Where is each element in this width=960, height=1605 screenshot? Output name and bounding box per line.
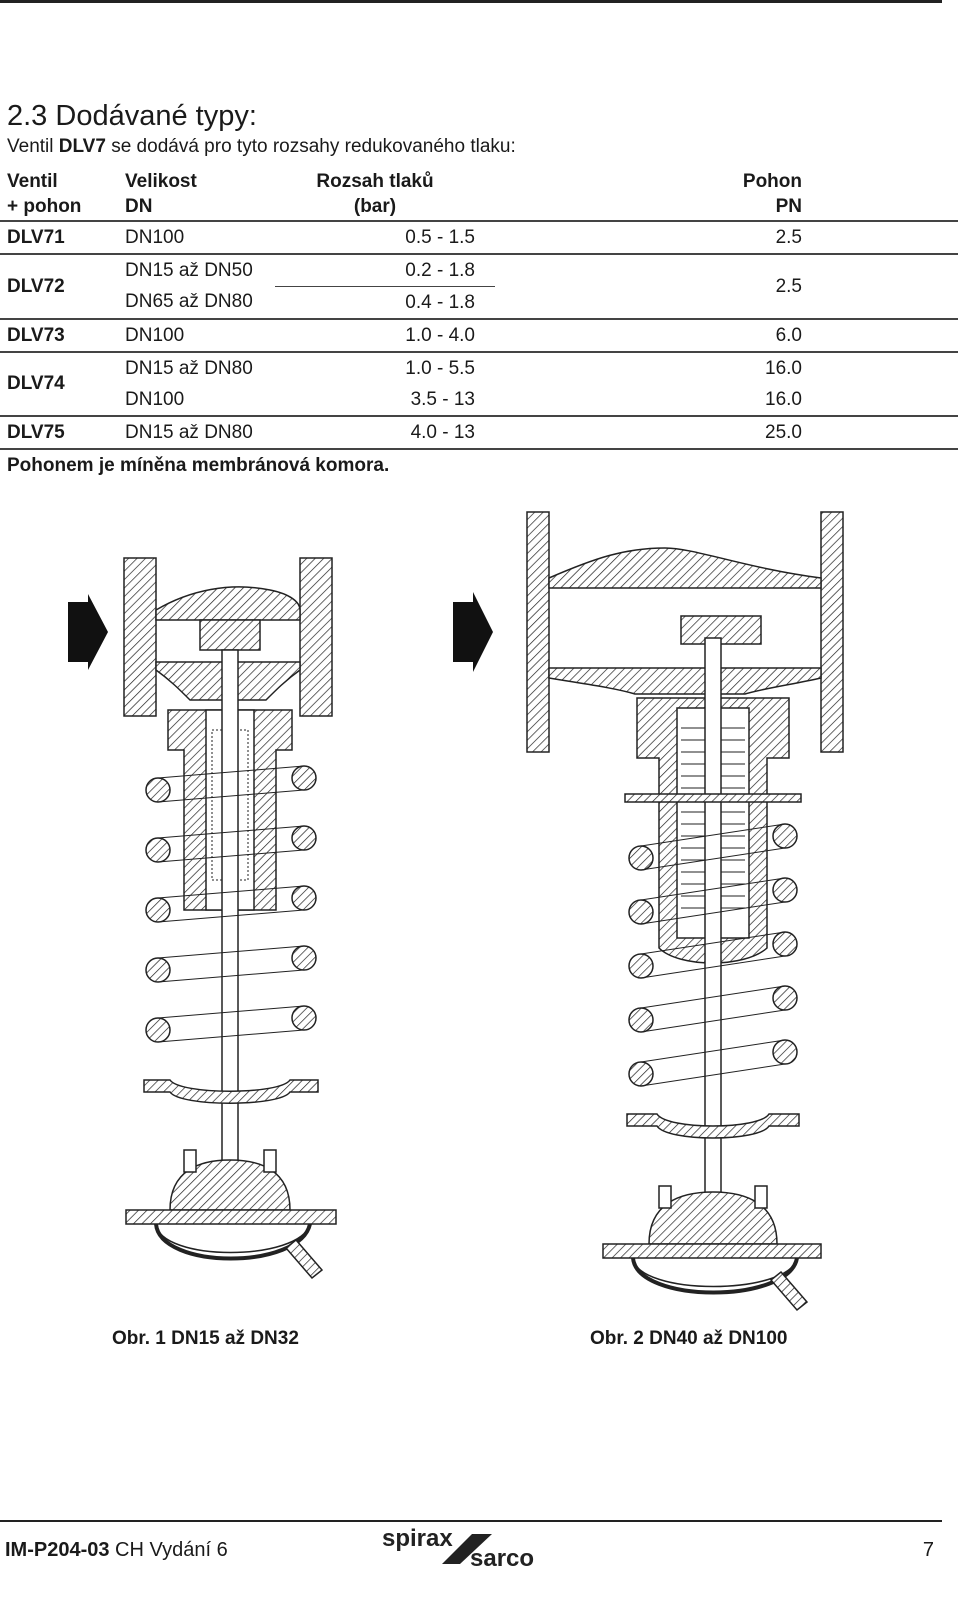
doc-code: IM-P204-03 bbox=[5, 1539, 110, 1561]
footer-doc-id: IM-P204-03 CH Vydání 6 bbox=[5, 1539, 228, 1562]
flow-arrow-icon bbox=[453, 592, 493, 672]
intro-model: DLV7 bbox=[58, 136, 106, 157]
header-model: Ventil+ pohon bbox=[0, 168, 125, 222]
section-title: 2.3 Dodávané typy: bbox=[7, 100, 257, 132]
table-row: DLV73 DN100 1.0 - 4.0 6.0 bbox=[0, 319, 958, 353]
figure2-caption: Obr. 2 DN40 až DN100 bbox=[590, 1328, 788, 1349]
logo-bottom-text: sarco bbox=[470, 1545, 534, 1570]
table-row: DLV75 DN15 až DN80 4.0 - 13 25.0 bbox=[0, 416, 958, 450]
footer-rule bbox=[0, 1520, 942, 1522]
intro-text: Ventil DLV7 se dodává pro tyto rozsahy r… bbox=[7, 136, 516, 158]
table-row: DLV72 DN15 až DN50 0.2 - 1.8 2.5 bbox=[0, 254, 958, 320]
figure1-caption: Obr. 1 DN15 až DN32 bbox=[112, 1328, 299, 1349]
table-row: DLV74 DN15 až DN80 1.0 - 5.5 16.0 bbox=[0, 352, 958, 417]
table-row: DN65 až DN80 0.4 - 1.8 bbox=[0, 286, 958, 320]
top-rule bbox=[0, 0, 942, 3]
table-row: DLV71 DN100 0.5 - 1.5 2.5 bbox=[0, 221, 958, 255]
header-range: Rozsah tlaků(bar) bbox=[275, 168, 495, 222]
valve-drawing-fig1 bbox=[68, 557, 337, 1280]
intro-before: Ventil bbox=[7, 136, 59, 157]
valve-drawing-fig2 bbox=[453, 511, 844, 1312]
spirax-sarco-logo: spirax sarco bbox=[382, 1525, 534, 1570]
flow-arrow-icon bbox=[68, 594, 108, 670]
logo-top-text: spirax bbox=[382, 1525, 453, 1552]
table-row: DN100 3.5 - 13 16.0 bbox=[0, 384, 958, 417]
doc-edition: CH Vydání 6 bbox=[109, 1539, 228, 1561]
page-number: 7 bbox=[922, 1539, 934, 1561]
actuator-note: Pohonem je míněna membránová komora. bbox=[7, 455, 390, 476]
intro-after: se dodává pro tyto rozsahy redukovaného … bbox=[105, 136, 516, 157]
logo-slash-icon bbox=[442, 1534, 492, 1564]
